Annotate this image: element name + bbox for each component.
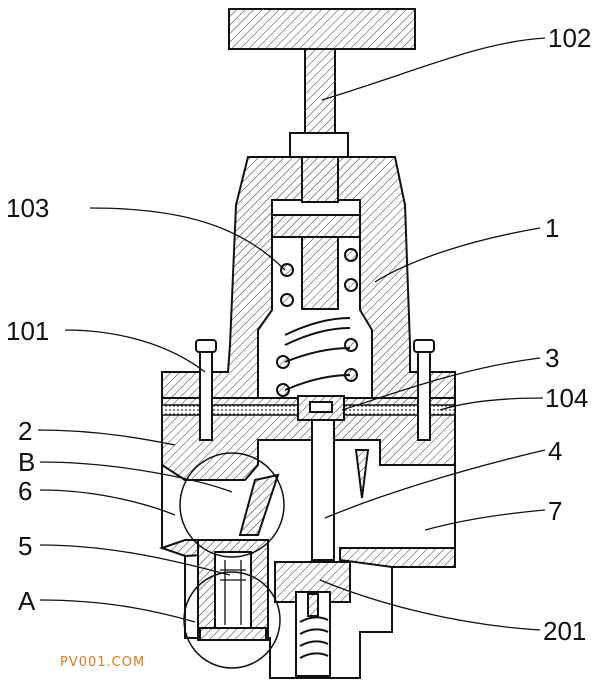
spring-coil bbox=[276, 383, 290, 397]
spring-coil bbox=[276, 355, 290, 369]
leader-4 bbox=[324, 449, 546, 519]
leader-7 bbox=[424, 509, 546, 531]
valve-body bbox=[161, 397, 456, 481]
stem-passage bbox=[301, 156, 339, 203]
outlet-channel bbox=[339, 547, 456, 568]
label-102: 102 bbox=[548, 23, 591, 53]
leader-lines bbox=[37, 37, 546, 631]
leader-101 bbox=[64, 329, 206, 373]
indicator-pin bbox=[354, 449, 370, 499]
leader-104 bbox=[439, 397, 544, 411]
leader-102 bbox=[321, 37, 546, 101]
bolt-left-head bbox=[195, 339, 217, 353]
spring-seat-top bbox=[271, 214, 361, 238]
leader-1 bbox=[374, 227, 541, 283]
return-spring bbox=[299, 616, 329, 659]
label-5: 5 bbox=[18, 531, 32, 561]
label-1: 1 bbox=[545, 213, 559, 243]
poppet-pin bbox=[307, 593, 319, 617]
spring-coil bbox=[280, 293, 294, 307]
bolt-right-head bbox=[413, 339, 435, 353]
label-6: 6 bbox=[18, 476, 32, 506]
leader-3 bbox=[341, 357, 541, 411]
spring-coil bbox=[280, 263, 294, 277]
main-spring bbox=[276, 248, 358, 397]
bolt-right-shank bbox=[417, 351, 431, 441]
detail-circle-b bbox=[179, 452, 285, 558]
leader-103 bbox=[89, 207, 286, 271]
valve-stem bbox=[311, 419, 335, 561]
label-2: 2 bbox=[18, 416, 32, 446]
leader-B bbox=[39, 461, 233, 493]
label-B: B bbox=[18, 447, 35, 477]
label-104: 104 bbox=[545, 383, 588, 413]
leader-5 bbox=[39, 544, 231, 576]
label-103: 103 bbox=[6, 193, 49, 223]
spring-coil bbox=[344, 248, 358, 262]
spring-coil bbox=[344, 338, 358, 352]
adjusting-stem bbox=[304, 48, 336, 134]
handwheel bbox=[228, 8, 416, 50]
leader-2 bbox=[37, 429, 176, 446]
leader-201 bbox=[319, 579, 541, 631]
label-A: A bbox=[18, 586, 36, 616]
leader-A bbox=[39, 599, 196, 623]
spring-coil bbox=[344, 278, 358, 292]
stem-collar bbox=[289, 132, 349, 158]
detail-circle-a bbox=[183, 571, 281, 669]
watermark: PV001.COM bbox=[60, 655, 145, 670]
leader-6 bbox=[39, 489, 176, 516]
seat-insert bbox=[214, 551, 252, 631]
diaphragm-cap bbox=[309, 401, 333, 413]
seat-nut bbox=[199, 627, 267, 641]
label-7: 7 bbox=[548, 496, 562, 526]
label-4: 4 bbox=[548, 436, 562, 466]
flow-wedge bbox=[238, 473, 280, 536]
spring-guide bbox=[301, 236, 339, 310]
label-3: 3 bbox=[545, 343, 559, 373]
label-101: 101 bbox=[6, 316, 49, 346]
bolt-left-shank bbox=[199, 351, 213, 441]
label-201: 201 bbox=[543, 616, 586, 646]
